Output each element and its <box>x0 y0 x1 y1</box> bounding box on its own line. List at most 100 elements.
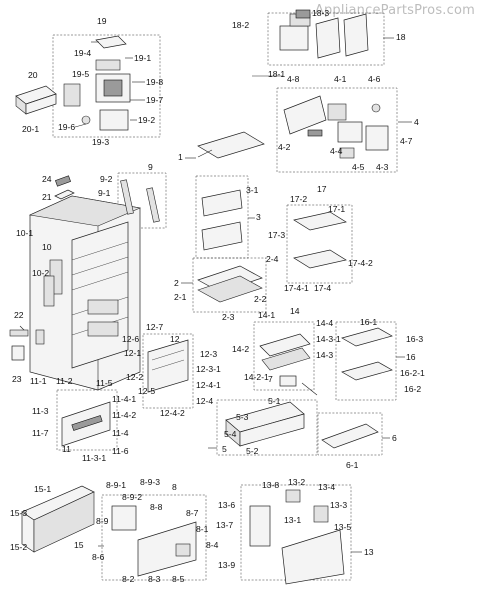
group-boxes <box>52 12 398 581</box>
callout-label: 23 <box>12 374 22 384</box>
callout-label: 13-1 <box>284 515 301 525</box>
part-9-1 <box>146 187 160 223</box>
callout-label: 5-2 <box>246 446 259 456</box>
group-box-4 <box>276 87 398 173</box>
part-23 <box>11 345 25 361</box>
part-1-glass-shelf <box>197 131 265 159</box>
callout-label: 8-6 <box>92 552 105 562</box>
callout-label: 22 <box>14 310 24 320</box>
callout-label: 8-5 <box>172 574 185 584</box>
part-4-1 <box>327 103 347 121</box>
group-box-2 <box>192 257 267 313</box>
part-3-1-drawer <box>201 189 243 217</box>
group-box-17 <box>286 204 353 284</box>
callout-label: 16-2-1 <box>400 368 425 378</box>
callout-label: 19-5 <box>72 69 89 79</box>
part-19-5 <box>95 59 121 71</box>
callout-label: 11-4-2 <box>112 410 136 420</box>
part-15-front <box>33 491 95 553</box>
callout-label: 2-3 <box>222 312 235 322</box>
callout-label: 4-6 <box>368 74 381 84</box>
part-19-4 <box>95 35 127 49</box>
callout-label: 11 <box>62 444 71 454</box>
callout-label: 8-8 <box>150 502 163 512</box>
callout-label: 19-1 <box>134 53 151 63</box>
callout-label: 14-4 <box>316 318 333 328</box>
callout-label: 14 <box>290 306 300 316</box>
part-17-shelf-upper <box>293 211 347 231</box>
cabinet-shelf-rail-2 <box>71 256 129 276</box>
leader-7 <box>301 382 318 396</box>
part-4-3 <box>365 125 389 151</box>
callout-label: 1 <box>178 152 183 162</box>
callout-label: 8-9-3 <box>140 477 160 487</box>
callout-label: 8-3 <box>148 574 161 584</box>
part-4-assembly <box>283 95 389 159</box>
callout-label: 12-4-2 <box>160 408 185 418</box>
callout-label: 6 <box>392 433 397 443</box>
callout-label: 19-2 <box>138 115 155 125</box>
callout-label: 11-5 <box>96 378 113 388</box>
callout-label: 11-2 <box>56 376 73 386</box>
callout-label: 4-8 <box>287 74 300 84</box>
part-16-shelf-upper <box>341 327 393 347</box>
callout-label: 12-3-1 <box>196 364 221 374</box>
callout-label: 10-1 <box>16 228 33 238</box>
callout-label: 13-5 <box>334 522 351 532</box>
callout-label: 7 <box>268 374 273 384</box>
cabinet-inner-liner <box>71 221 129 369</box>
callout-label: 12-4 <box>196 396 213 406</box>
part-8-4 <box>175 543 191 557</box>
leader-19-6 <box>74 123 87 128</box>
callout-label: 24 <box>42 174 52 184</box>
callout-label: 14-3 <box>316 350 333 360</box>
callout-label: 4-3 <box>376 162 389 172</box>
part-13-3 <box>313 505 329 523</box>
cabinet-top <box>28 195 142 227</box>
part-13-7 <box>249 505 271 547</box>
callout-label: 13-9 <box>218 560 235 570</box>
callout-label: 17-1 <box>328 204 345 214</box>
callout-label: 11-4-1 <box>112 394 136 404</box>
callout-label: 14-2-1 <box>244 372 269 382</box>
callout-labels: 19 19-4 19-1 19-5 19-8 19-7 19-2 19-6 19… <box>10 8 425 584</box>
callout-label: 16-2 <box>404 384 421 394</box>
part-12-line-2 <box>151 359 185 371</box>
callout-label: 8-2 <box>122 574 135 584</box>
part-20-front <box>25 93 57 115</box>
cabinet-divider <box>71 271 129 291</box>
callout-label: 6-1 <box>346 460 359 470</box>
callout-label: 13-8 <box>262 480 279 490</box>
group-box-8 <box>101 494 207 581</box>
callout-label: 13-3 <box>330 500 347 510</box>
part-12-line-1 <box>151 349 185 361</box>
callout-label: 12-4-1 <box>196 380 221 390</box>
callout-label: 17-2 <box>290 194 307 204</box>
ice-maker-assembly <box>63 35 131 131</box>
group-box-5 <box>216 399 318 456</box>
callout-label: 13-7 <box>216 520 233 530</box>
cabinet-drawer-slot-2 <box>87 321 119 337</box>
part-18-panel-b <box>343 13 369 57</box>
callout-label: 5-3 <box>236 412 249 422</box>
callout-label: 3-1 <box>246 185 259 195</box>
part-14-bin <box>259 333 311 357</box>
group-box-6 <box>317 412 383 456</box>
callout-label: 11-7 <box>32 428 49 438</box>
part-18-3 <box>295 9 311 19</box>
callout-label: 15-3 <box>10 508 27 518</box>
part-2-frame <box>197 275 263 303</box>
callout-label: 4 <box>414 117 419 127</box>
leader-1 <box>197 149 213 158</box>
callout-label: 21 <box>42 192 52 202</box>
part-14-rail <box>261 347 311 371</box>
ice-maker-motor <box>103 79 123 97</box>
callout-label: 12-2 <box>126 372 143 382</box>
part-22 <box>9 329 29 337</box>
callout-label: 14-3-1 <box>316 334 341 344</box>
part-13-door-panel <box>281 529 345 585</box>
callout-label: 12 <box>170 334 180 344</box>
callout-label: 12-7 <box>146 322 163 332</box>
callout-label: 11-1 <box>30 376 47 386</box>
